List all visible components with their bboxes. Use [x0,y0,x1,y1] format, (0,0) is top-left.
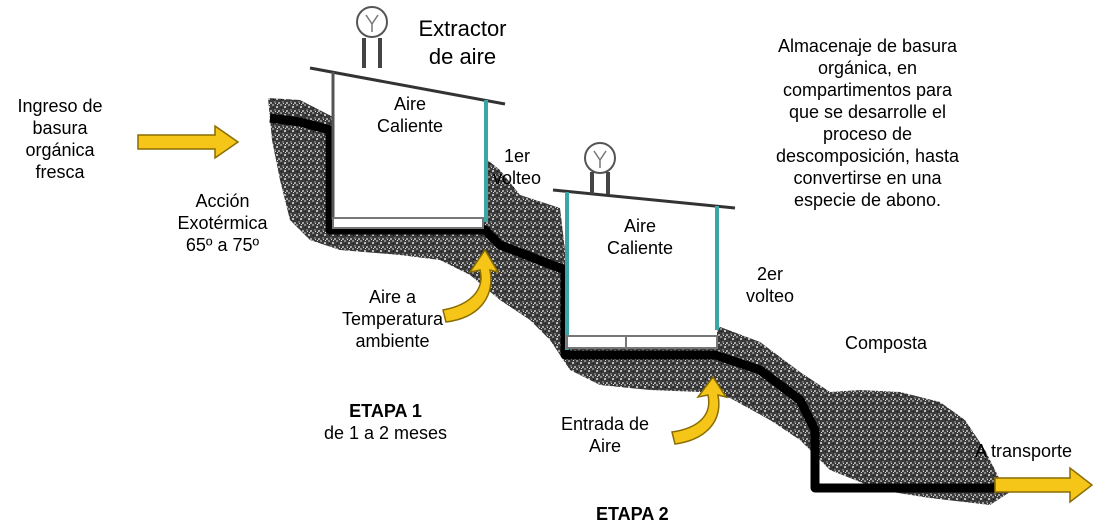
label-almacenaje: Almacenaje de basura orgánica, en compar… [755,35,980,211]
label-line: orgánica, en [817,58,918,78]
label-transporte: A transporte [975,440,1072,462]
extractor-icon [356,6,388,68]
label-line: Composta [845,333,928,353]
label-line: Acción [195,191,250,211]
label-line: Temperatura [341,309,444,329]
label-line: Caliente [606,238,674,258]
stage-title: ETAPA 2 [596,504,669,524]
label-etapa-2: ETAPA 2 [596,503,669,525]
label-aire-caliente-2: Aire Caliente [590,215,690,259]
label-line: que se desarrolle el [788,102,947,122]
label-volteo-1: 1er volteo [482,145,552,189]
label-line: A transporte [975,441,1073,461]
stage-title: ETAPA 1 [349,401,422,421]
label-line: fresca [35,162,85,182]
label-entrada-aire: Entrada de Aire [545,413,665,457]
air-curved-arrow-icon [442,248,500,323]
label-line: descomposición, hasta [775,146,960,166]
label-line: orgánica [25,140,95,160]
label-line: convertirse en una [793,168,942,188]
label-line: 2er [756,264,783,284]
composting-diagram [137,6,1094,505]
floor-1 [332,217,484,229]
extractor-icon [584,142,616,194]
label-line: 65º a 75º [185,235,260,255]
label-line: Aire [393,94,426,114]
label-line: Caliente [376,116,444,136]
label-line: volteo [492,168,542,188]
outflow-arrow-icon [994,466,1094,504]
roof-2 [552,188,736,210]
label-line: Aire a [368,287,417,307]
compartment-2 [567,195,717,345]
label-line: Almacenaje de basura [777,36,958,56]
label-volteo-2: 2er volteo [735,263,805,307]
label-line: Extractor [418,16,507,41]
floor-2 [566,335,718,349]
label-etapa-1: ETAPA 1 de 1 a 2 meses [298,400,473,444]
label-aire-caliente-1: Aire Caliente [360,93,460,137]
label-line: Aire [588,436,621,456]
label-line: Entrada de [560,414,650,434]
air-inlet-curved-arrow-icon [671,375,728,445]
label-line: especie de abono. [793,190,942,210]
inflow-arrow-icon [137,124,240,160]
label-line: compartimentos para [782,80,953,100]
label-extractor: Extractor de aire [400,15,525,71]
label-line: Ingreso de [17,96,103,116]
stage-duration: de 1 a 2 meses [323,423,448,443]
label-composta: Composta [845,332,927,354]
label-line: Exotérmica [177,213,268,233]
label-accion: Acción Exotérmica 65º a 75º [160,190,285,256]
label-line: basura [32,118,88,138]
label-line: proceso de [822,124,913,144]
label-line: de aire [428,44,497,69]
roof-1 [309,66,506,106]
label-line: Aire [623,216,656,236]
label-line: volteo [745,286,795,306]
label-ingreso: Ingreso de basura orgánica fresca [5,95,115,183]
label-aire-temperatura: Aire a Temperatura ambiente [330,286,455,352]
label-line: 1er [503,146,530,166]
label-line: ambiente [355,331,430,351]
